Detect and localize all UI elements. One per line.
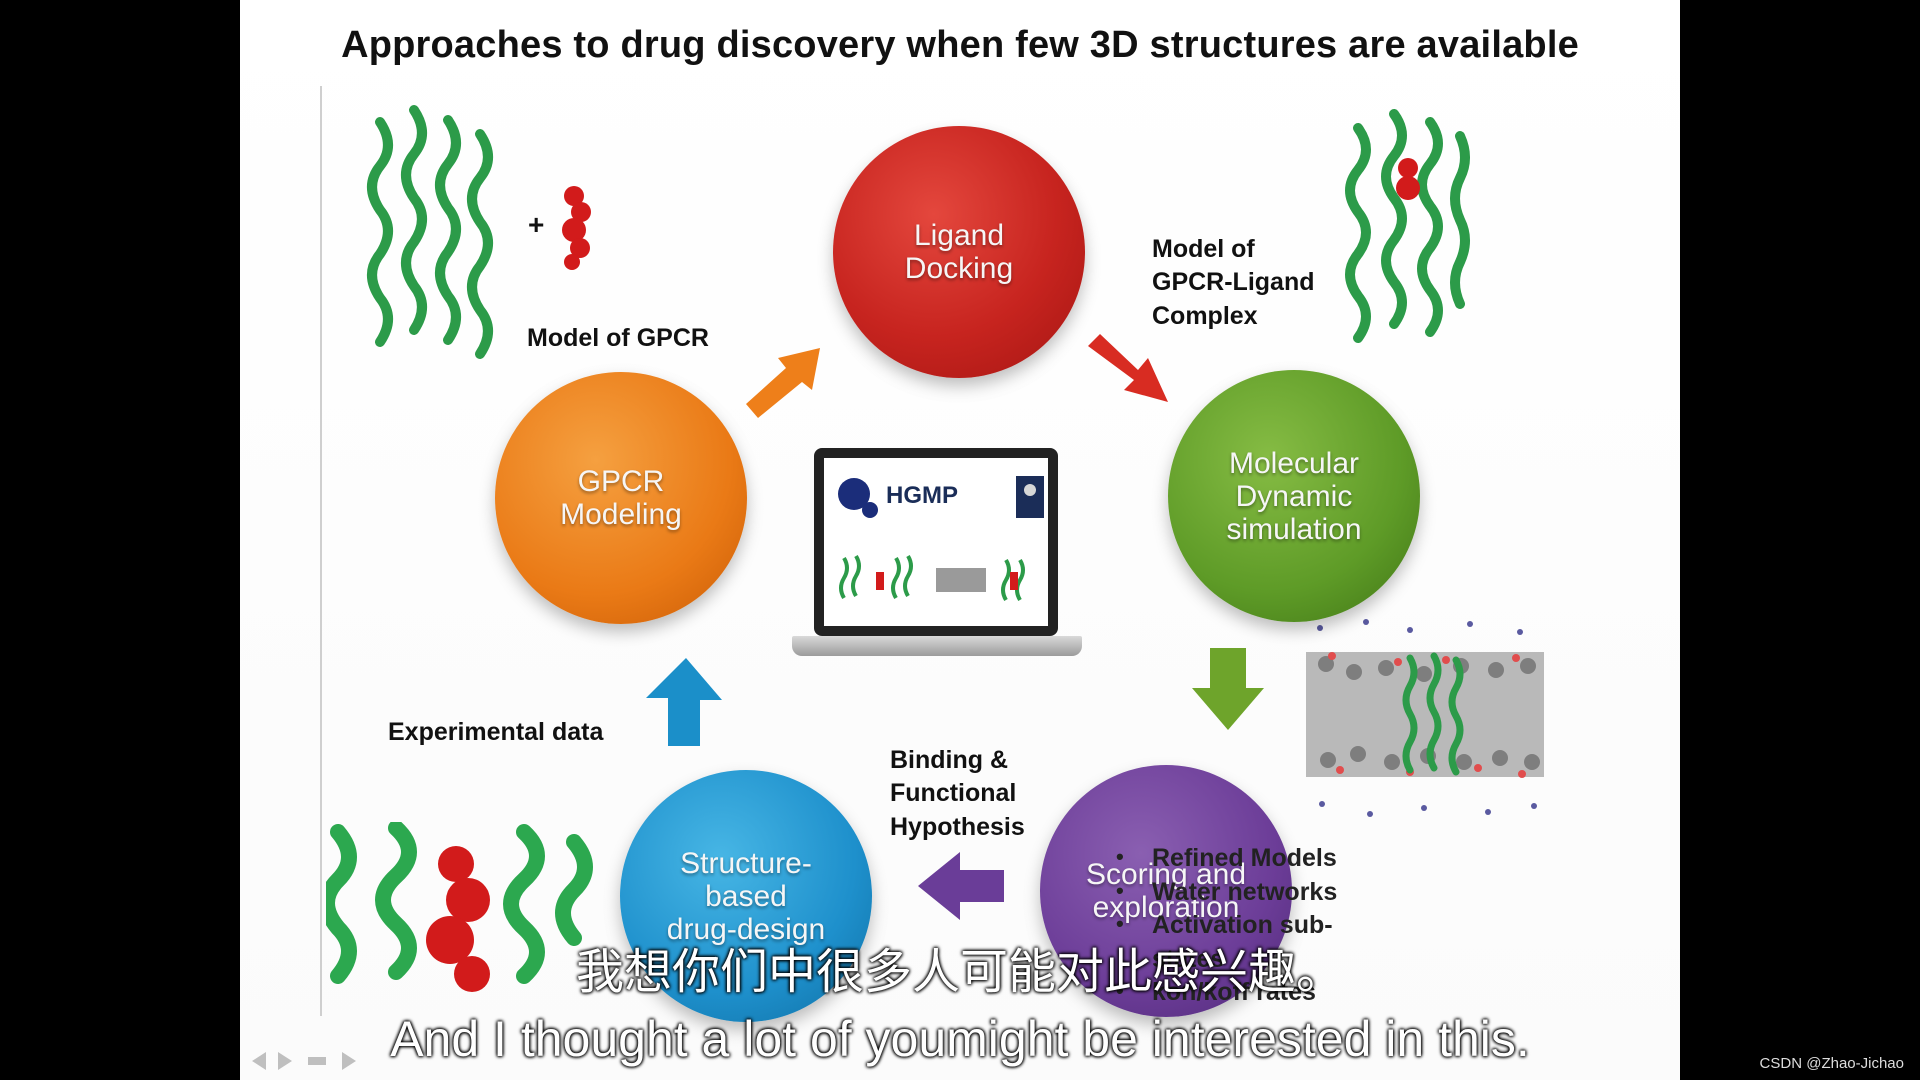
experimental-data-label: Experimental data [388,718,604,746]
list-item: kon/koff rates [1116,976,1416,1010]
purple-arrow-icon [918,852,1004,920]
orange-arrow-icon [746,348,820,418]
model-of-gpcr-ligand-complex-label: Model of GPCR-Ligand Complex [1152,235,1315,330]
slide-title: Approaches to drug discovery when few 3D… [341,24,1579,66]
red-arrow-icon [1088,334,1168,402]
list-item: Activation sub- states [1116,909,1416,976]
slide-divider-line [320,86,322,1016]
protein-ligand-closeup-illustration [326,822,593,992]
presentation-slide: Approaches to drug discovery when few 3D… [240,0,1680,1080]
model-of-gpcr-label: Model of GPCR [527,324,709,352]
ligand-docking-node: Ligand Docking [833,126,1085,378]
ligand-docking-label: Ligand Docking [904,219,1014,285]
gpcr-ligand-complex-illustration [1345,109,1470,343]
molecular-dynamic-simulation-node: Molecular Dynamic simulation [1168,370,1420,622]
slide-navigation-icons[interactable] [248,1048,378,1074]
membrane-simulation-illustration [1306,619,1544,817]
csdn-watermark: CSDN @Zhao-Jichao [1759,1055,1904,1072]
laptop-base [792,636,1082,656]
university-crest-icon [1016,476,1044,518]
binding-functional-hypothesis-label: Binding & Functional Hypothesis [890,746,1025,841]
english-subtitle: And I thought a lot of youmight be inter… [390,1011,1530,1067]
hgmp-laptop-illustration: HGMP [792,448,1082,676]
gpcr-protein-illustration [367,105,493,359]
structure-based-label: Structure- based drug-design [666,846,826,946]
green-arrow-icon [1192,648,1264,730]
hgmp-brand-label: HGMP [886,482,958,509]
gpcr-modeling-node: GPCR Modeling [495,372,747,624]
ligand-molecule-illustration [562,186,591,270]
refined-results-list: Refined Models Water networks Activation… [1116,842,1416,1010]
structure-based-drug-design-node: Structure- based drug-design [620,770,872,1022]
chinese-subtitle: 我想你们中很多人可能对此感兴趣。 [575,944,1344,1000]
plus-sign: + [528,209,545,240]
laptop-screen: HGMP [814,448,1058,636]
laptop-molecules-icon [839,554,1025,602]
molecular-dynamic-label: Molecular Dynamic simulation [1226,446,1362,546]
blue-arrow-icon [646,658,722,746]
laptop-display: HGMP [824,458,1048,626]
hgmp-logo-icon [838,478,878,518]
list-item: Water networks [1116,876,1416,910]
list-item: Refined Models [1116,842,1416,876]
gpcr-modeling-label: GPCR Modeling [560,465,682,531]
